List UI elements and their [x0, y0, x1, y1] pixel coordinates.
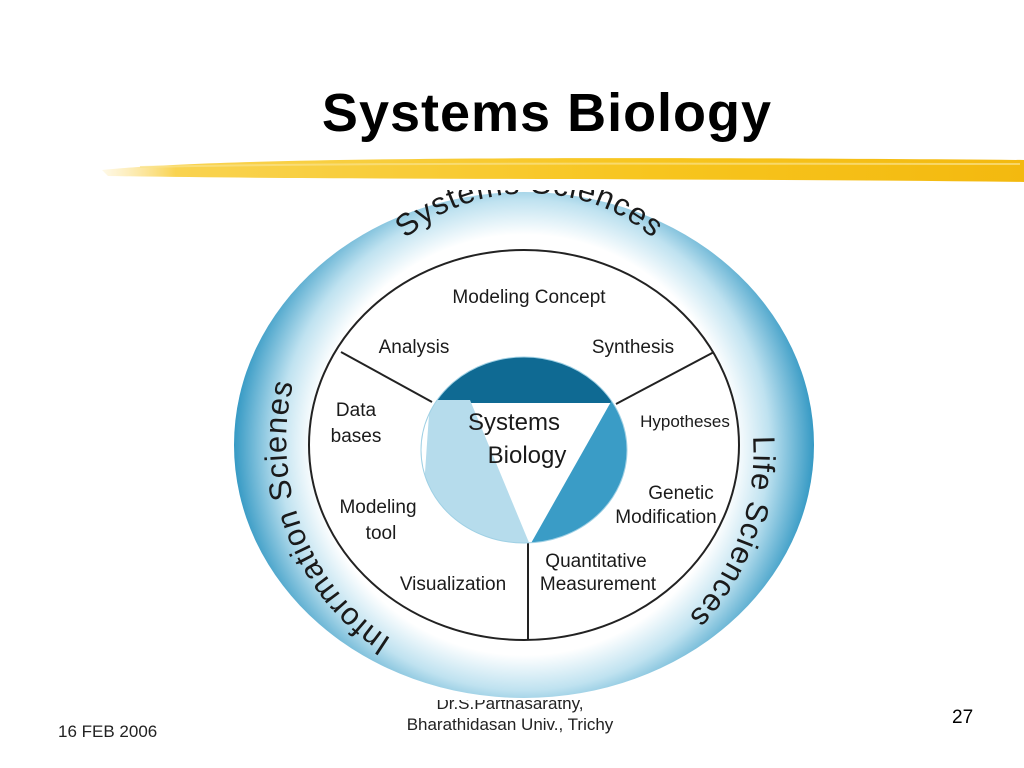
label-data-bases-2: bases: [331, 426, 382, 447]
label-analysis: Analysis: [379, 337, 450, 358]
core-label-line2: Biology: [488, 442, 567, 469]
divider-right: [615, 351, 715, 405]
page-number: 27: [952, 707, 974, 728]
label-modeling-concept: Modeling Concept: [452, 287, 606, 308]
footer-date: 16 FEB 2006: [58, 722, 158, 741]
label-modeling-tool-2: tool: [366, 523, 397, 544]
footer-author-line2: Bharathidasan Univ., Trichy: [406, 715, 614, 734]
core-left-segment: [421, 400, 530, 543]
footer-author-line1: Dr.S.Parthasarathy,: [436, 700, 584, 713]
systems-biology-diagram: Systems Sciences Information Scienes Lif…: [234, 190, 814, 698]
label-hypotheses: Hypotheses: [640, 412, 730, 431]
title-highlight-stroke: [102, 158, 1024, 182]
slide-title: Systems Biology: [321, 83, 773, 143]
label-quantitative-measurement-2: Measurement: [540, 574, 657, 595]
label-synthesis: Synthesis: [592, 337, 674, 358]
label-genetic-modification-2: Modification: [615, 507, 716, 528]
footer-author: Dr.S.Parthasarathy, Bharathidasan Univ.,…: [360, 700, 660, 736]
label-quantitative-measurement-1: Quantitative: [545, 551, 646, 572]
label-visualization: Visualization: [400, 574, 506, 595]
divider-left: [340, 351, 433, 403]
label-genetic-modification-1: Genetic: [648, 483, 713, 504]
label-data-bases-1: Data: [336, 400, 377, 421]
label-modeling-tool-1: Modeling: [339, 497, 416, 518]
core-label-line1: Systems: [468, 409, 560, 436]
